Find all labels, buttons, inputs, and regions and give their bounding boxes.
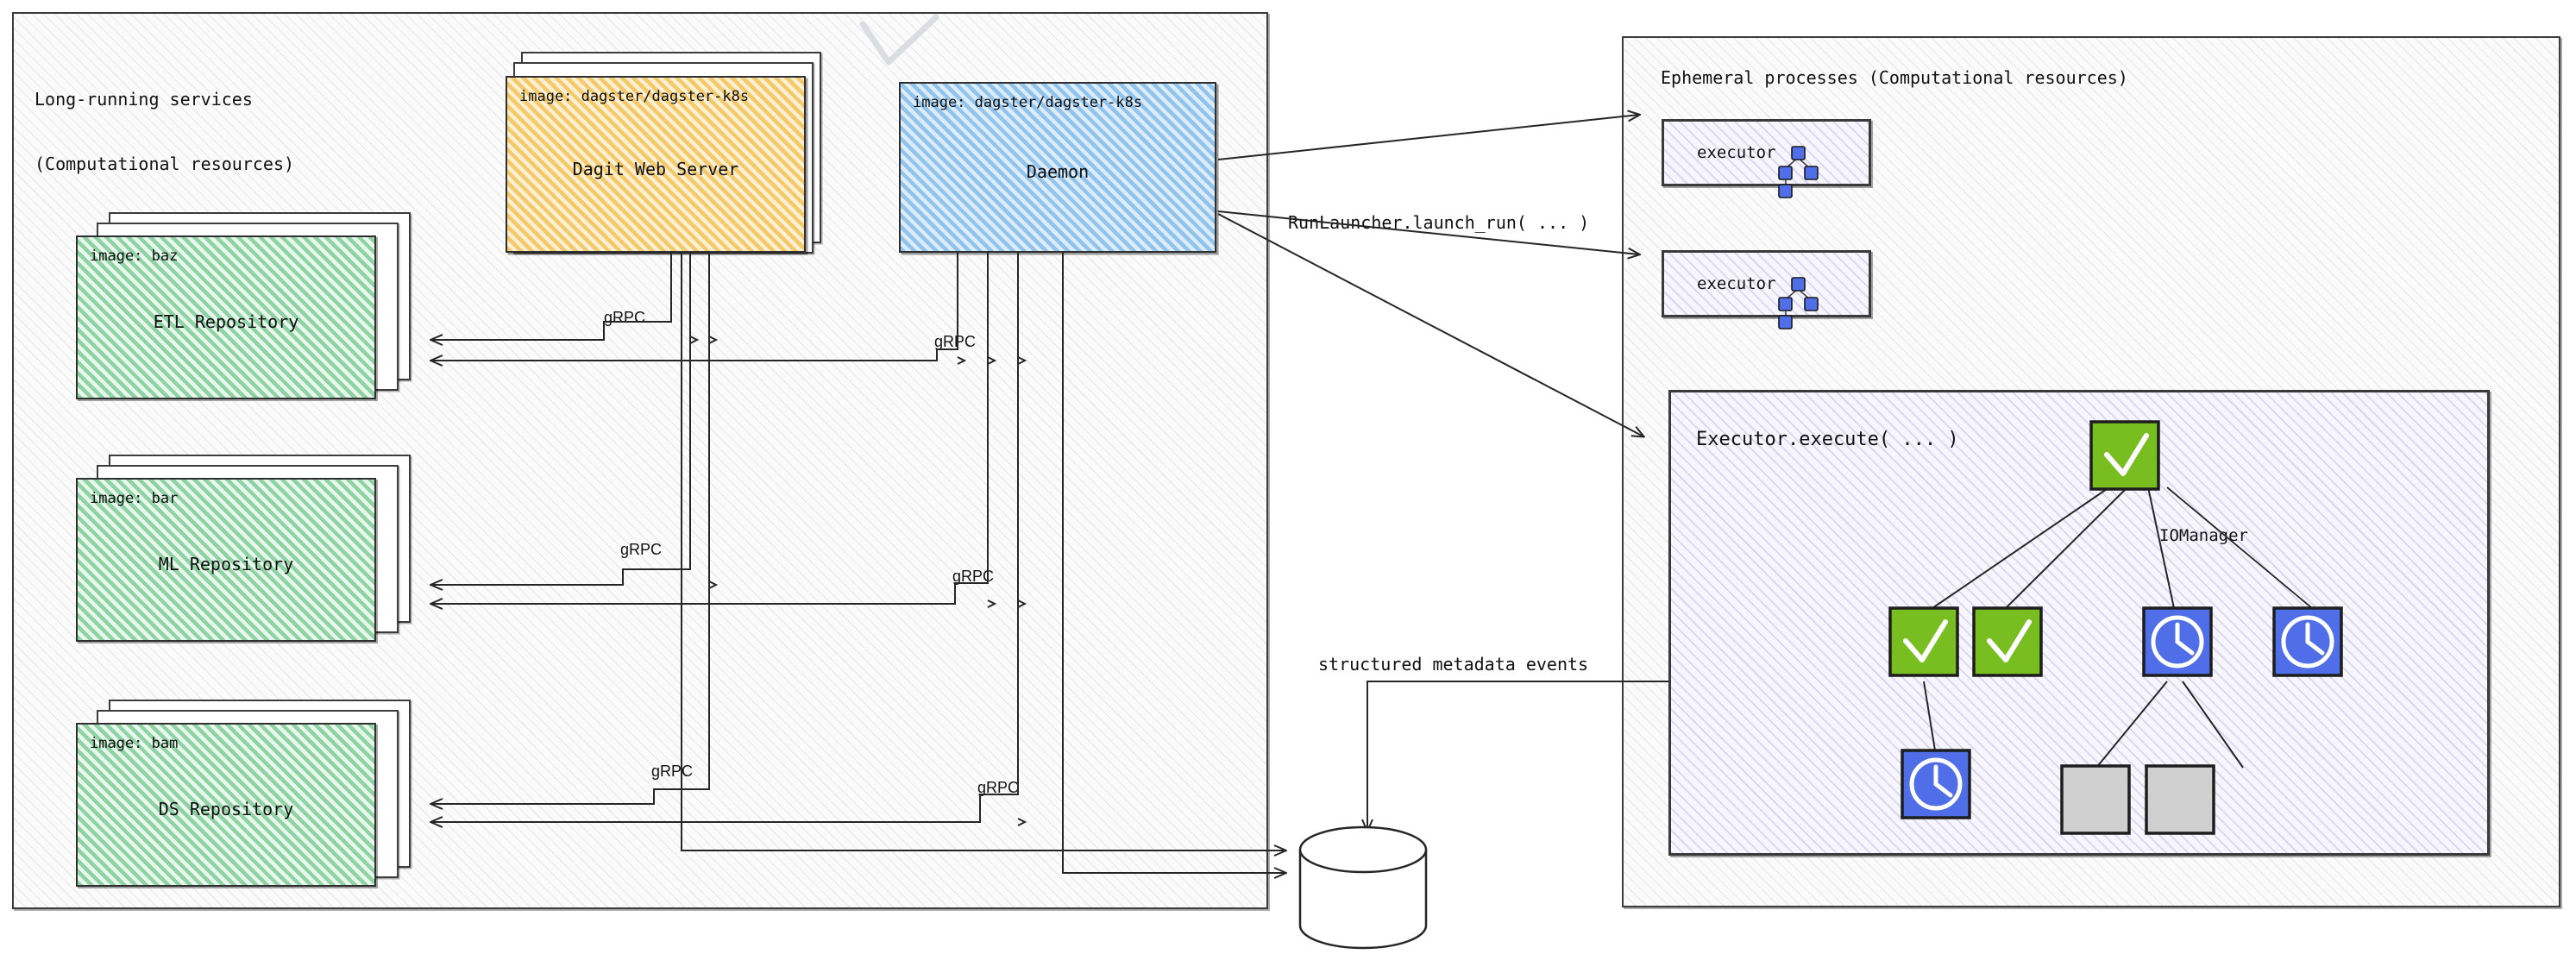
iomanager-label: IOManager bbox=[2159, 526, 2248, 545]
service-dagit-web-server[interactable]: image: dagster/dagster-k8s Dagit Web Ser… bbox=[506, 76, 806, 253]
executor-label-1: executor bbox=[1697, 143, 1776, 162]
repository-ds[interactable]: image: bam DS Repository bbox=[76, 723, 376, 887]
daemon-image-label: image: dagster/dagster-k8s bbox=[913, 94, 1143, 111]
ds-image-label: image: bam bbox=[90, 735, 179, 752]
executor-box-1[interactable]: executor bbox=[1662, 119, 1871, 186]
metadata-events-label: structured metadata events bbox=[1318, 654, 1589, 675]
executor-execute-panel bbox=[1668, 390, 2490, 856]
grpc-label-6: gRPC bbox=[977, 779, 1020, 796]
grpc-label-1: gRPC bbox=[604, 309, 646, 326]
repository-ml[interactable]: image: bar ML Repository bbox=[76, 478, 376, 642]
service-daemon[interactable]: image: dagster/dagster-k8s Daemon bbox=[899, 82, 1216, 253]
left-panel-title-line2: (Computational resources) bbox=[35, 154, 295, 174]
repository-etl[interactable]: image: baz ETL Repository bbox=[76, 235, 376, 399]
grpc-label-2: gRPC bbox=[934, 333, 977, 350]
ml-name-label: ML Repository bbox=[158, 553, 294, 574]
grpc-label-3: gRPC bbox=[620, 541, 663, 558]
dagit-name-label: Dagit Web Server bbox=[572, 158, 739, 179]
database-label: Database bbox=[1326, 874, 1401, 893]
etl-image-label: image: baz bbox=[90, 248, 179, 265]
etl-name-label: ETL Repository bbox=[153, 311, 299, 332]
dagit-image-label: image: dagster/dagster-k8s bbox=[519, 88, 750, 105]
executor-label-2: executor bbox=[1697, 274, 1776, 293]
right-panel-title: Ephemeral processes (Computational resou… bbox=[1661, 67, 2128, 88]
left-panel-title: Long-running services (Computational res… bbox=[35, 46, 294, 218]
ds-name-label: DS Repository bbox=[158, 798, 294, 819]
run-launcher-label: RunLauncher.launch_run( ... ) bbox=[1288, 212, 1590, 233]
grpc-label-5: gRPC bbox=[651, 763, 694, 780]
executor-execute-title: Executor.execute( ... ) bbox=[1696, 429, 1959, 450]
daemon-name-label: Daemon bbox=[1026, 160, 1090, 182]
ml-image-label: image: bar bbox=[90, 490, 179, 507]
executor-box-2[interactable]: executor bbox=[1662, 250, 1871, 317]
left-panel-title-line1: Long-running services bbox=[35, 89, 253, 110]
grpc-label-4: gRPC bbox=[952, 568, 995, 585]
